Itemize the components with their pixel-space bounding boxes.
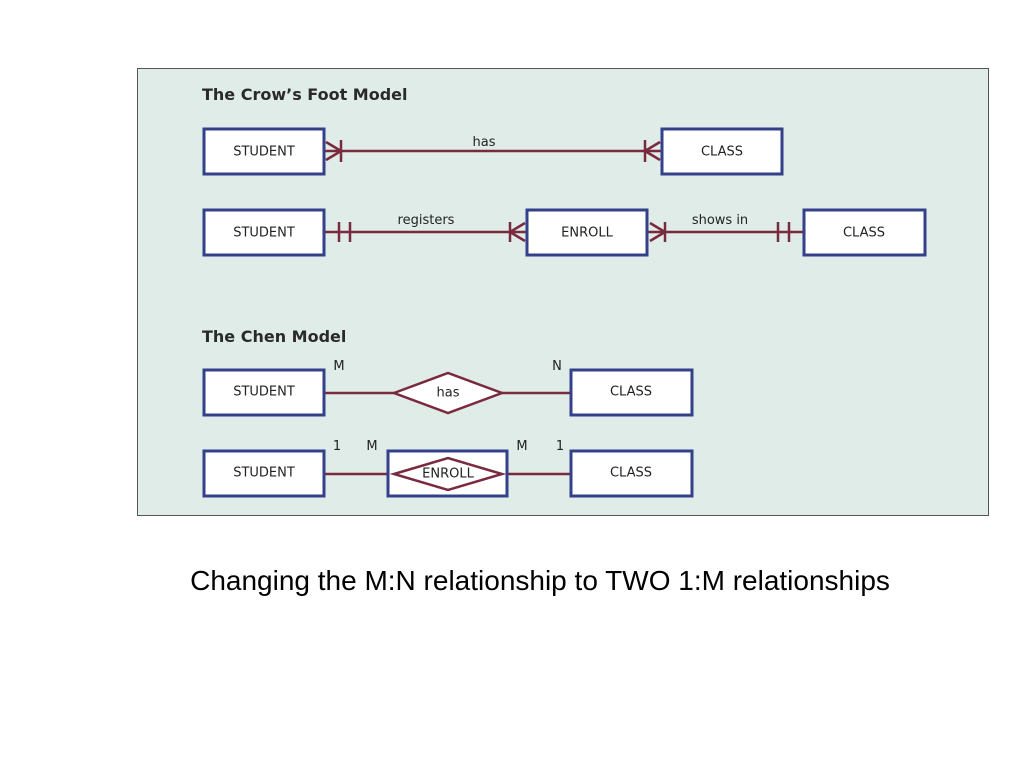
cf-row2-student-label: STUDENT — [233, 226, 295, 241]
chen-row1-right-cardinality: N — [552, 359, 562, 374]
cf-row1-student-label: STUDENT — [233, 145, 295, 160]
chen-row1-class-label: CLASS — [610, 385, 652, 400]
chen-row2-associative-diamond — [389, 456, 507, 492]
chen-row2-cardinality-4: 1 — [556, 439, 564, 454]
chen-row2-class-entity — [569, 449, 694, 498]
chen-title: The Chen Model — [202, 327, 346, 346]
cf-row2-enroll-left-foot-bottom — [509, 230, 526, 243]
cf-row2-enroll-right-foot-bottom — [649, 230, 666, 243]
cf-row1-left-foot-top — [325, 140, 342, 153]
cf-row2: STUDENT registers ENROLL shows in CLASS — [202, 208, 927, 257]
crows-foot-title: The Crow’s Foot Model — [202, 85, 408, 104]
cf-row2-shows-in-label: shows in — [692, 213, 748, 228]
cf-row2-enroll-entity — [525, 208, 649, 257]
cf-row1-class-entity — [660, 127, 784, 176]
chen-row2-associative-label: ENROLL — [422, 467, 474, 482]
cf-row1: STUDENT has CLASS — [202, 127, 784, 176]
chen-row2-student-entity — [202, 449, 326, 498]
cf-row2-enroll-label: ENROLL — [561, 226, 613, 241]
cf-row2-enroll-right-foot-top — [649, 221, 666, 234]
chen-row1-student-entity — [202, 368, 326, 417]
chen-row2-student-label: STUDENT — [233, 466, 295, 481]
slide-caption: Changing the M:N relationship to TWO 1:M… — [190, 565, 890, 596]
chen-row2-cardinality-2: M — [366, 439, 377, 454]
chen-row1-student-label: STUDENT — [233, 385, 295, 400]
chen-row1-relationship-diamond — [390, 371, 506, 415]
chen-row1-left-cardinality: M — [333, 359, 344, 374]
cf-row2-enroll-left-foot-top — [509, 221, 526, 234]
cf-row2-class-entity — [802, 208, 927, 257]
chen-row1-class-entity — [569, 368, 694, 417]
chen-row1-relationship-label: has — [437, 386, 460, 401]
cf-row1-right-foot-bottom — [644, 149, 661, 162]
cf-row1-student-entity — [202, 127, 326, 176]
cf-row1-right-foot-top — [644, 140, 661, 153]
cf-row1-class-label: CLASS — [701, 145, 743, 160]
cf-row1-left-foot-bottom — [325, 149, 342, 162]
chen-row2-cardinality-3: M — [516, 439, 527, 454]
chen-row2-class-label: CLASS — [610, 466, 652, 481]
chen-row2: STUDENT 1 M ENROLL M 1 CLASS — [202, 439, 694, 498]
cf-row1-relationship-label: has — [473, 135, 496, 150]
cf-row2-registers-label: registers — [398, 213, 455, 228]
cf-row2-class-label: CLASS — [843, 226, 885, 241]
chen-row2-cardinality-1: 1 — [333, 439, 341, 454]
chen-row1: STUDENT M has N CLASS — [202, 359, 694, 417]
cf-row2-student-entity — [202, 208, 326, 257]
